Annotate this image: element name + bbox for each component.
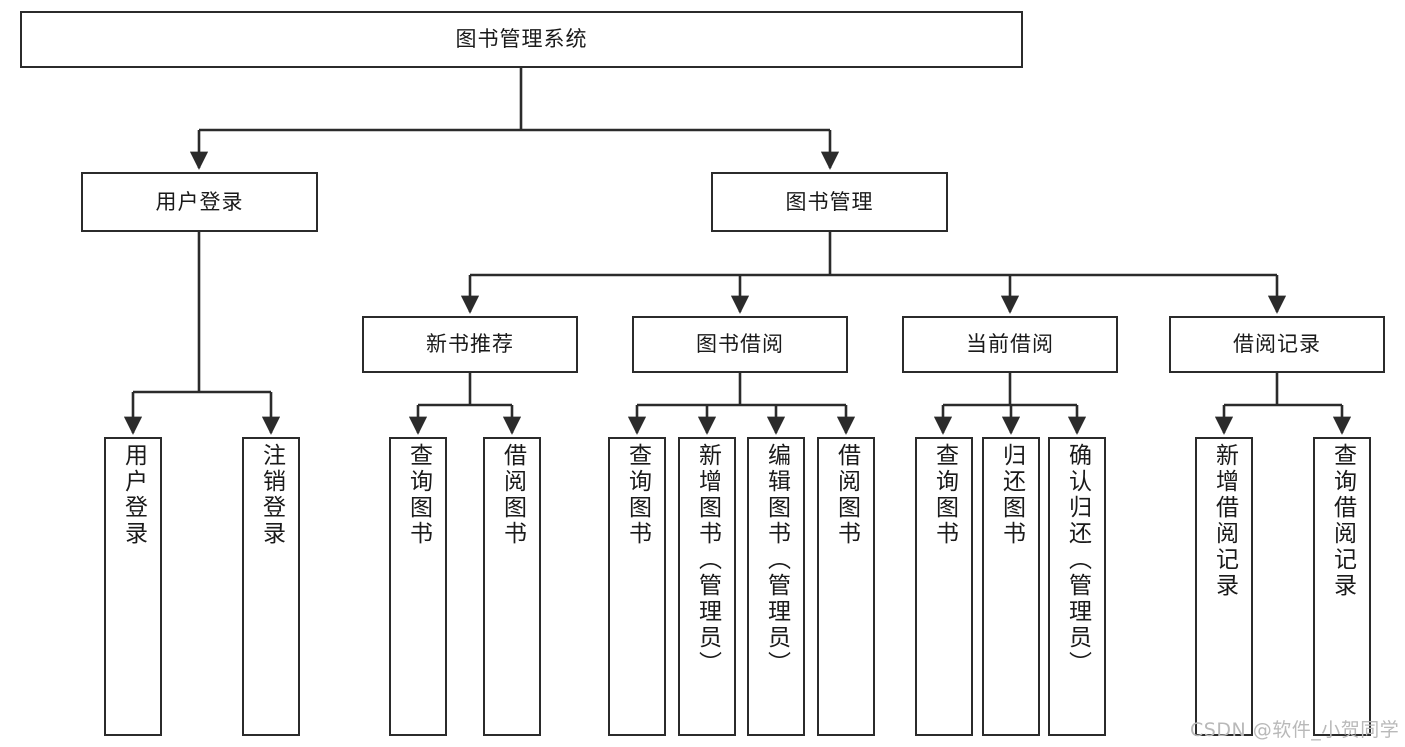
node-book-borrow-label: 图书借阅: [696, 332, 784, 357]
node-leaf-confirm-return[interactable]: 确认归还（管理员）: [1048, 437, 1106, 736]
node-current-borrow[interactable]: 当前借阅: [902, 316, 1118, 373]
node-new-book-rec-label: 新书推荐: [426, 332, 514, 357]
node-leaf-user-login[interactable]: 用户登录: [104, 437, 162, 736]
node-borrow-record-label: 借阅记录: [1233, 332, 1321, 357]
node-user-login[interactable]: 用户登录: [81, 172, 318, 232]
node-leaf-query-book-3[interactable]: 查询图书: [915, 437, 973, 736]
node-leaf-return-book[interactable]: 归还图书: [982, 437, 1040, 736]
node-book-manage[interactable]: 图书管理: [711, 172, 948, 232]
node-leaf-add-record[interactable]: 新增借阅记录: [1195, 437, 1253, 736]
node-leaf-return-book-label: 归还图书: [998, 443, 1025, 547]
node-book-borrow[interactable]: 图书借阅: [632, 316, 848, 373]
node-leaf-query-book-2[interactable]: 查询图书: [608, 437, 666, 736]
node-leaf-query-record-label: 查询借阅记录: [1329, 443, 1356, 599]
node-leaf-borrow-book-2-label: 借阅图书: [833, 443, 860, 547]
node-leaf-edit-book[interactable]: 编辑图书（管理员）: [747, 437, 805, 736]
node-root-label: 图书管理系统: [455, 27, 588, 52]
node-leaf-add-book[interactable]: 新增图书（管理员）: [678, 437, 736, 736]
node-leaf-query-book-2-label: 查询图书: [624, 443, 651, 547]
node-leaf-user-login-label: 用户登录: [120, 443, 147, 547]
node-leaf-logout-label: 注销登录: [258, 443, 285, 547]
node-leaf-borrow-book-1[interactable]: 借阅图书: [483, 437, 541, 736]
node-leaf-query-book-1[interactable]: 查询图书: [389, 437, 447, 736]
node-leaf-borrow-book-1-label: 借阅图书: [499, 443, 526, 547]
node-root[interactable]: 图书管理系统: [20, 11, 1023, 68]
node-leaf-add-book-label: 新增图书（管理员）: [694, 443, 721, 677]
node-new-book-rec[interactable]: 新书推荐: [362, 316, 578, 373]
node-leaf-logout[interactable]: 注销登录: [242, 437, 300, 736]
node-leaf-borrow-book-2[interactable]: 借阅图书: [817, 437, 875, 736]
node-leaf-confirm-return-label: 确认归还（管理员）: [1064, 443, 1091, 677]
node-leaf-add-record-label: 新增借阅记录: [1211, 443, 1238, 599]
node-leaf-query-record[interactable]: 查询借阅记录: [1313, 437, 1371, 736]
node-current-borrow-label: 当前借阅: [966, 332, 1054, 357]
node-leaf-edit-book-label: 编辑图书（管理员）: [763, 443, 790, 677]
node-book-manage-label: 图书管理: [785, 189, 874, 214]
node-borrow-record[interactable]: 借阅记录: [1169, 316, 1385, 373]
node-leaf-query-book-1-label: 查询图书: [405, 443, 432, 547]
node-user-login-label: 用户登录: [155, 189, 244, 214]
node-leaf-query-book-3-label: 查询图书: [931, 443, 958, 547]
